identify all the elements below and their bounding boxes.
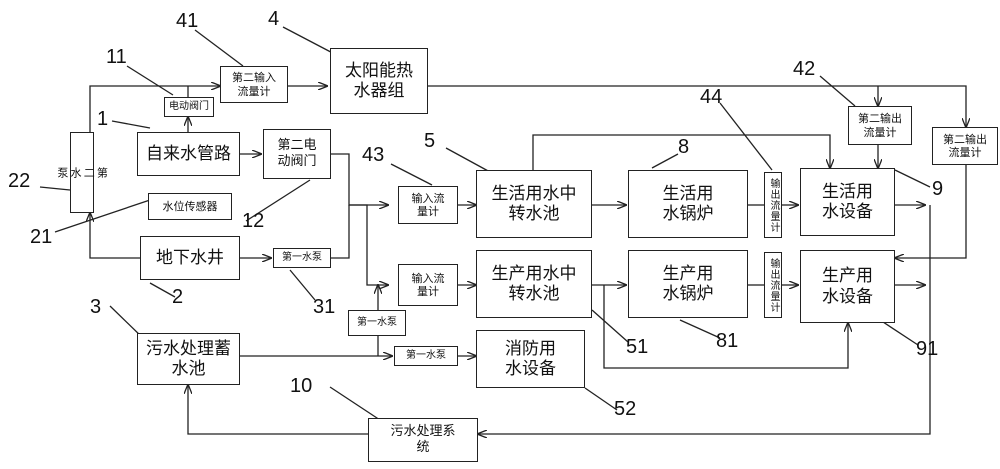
life-water-boiler: 生活用 水锅炉 (628, 170, 748, 238)
input-flowmeter-life: 输入流 量计 (398, 186, 458, 224)
leader-5 (445, 147, 491, 173)
leader-9 (894, 169, 931, 188)
ref-5: 5 (424, 130, 436, 152)
leader-8 (651, 153, 679, 169)
output-flowmeter-prod: 输出流量计 (764, 252, 782, 318)
sewage-treatment-system: 污水处理系 统 (368, 418, 478, 462)
leader-22 (39, 186, 71, 191)
sewage-storage-pool: 污水处理蓄 水池 (137, 333, 240, 385)
ref-91: 91 (916, 338, 939, 360)
ref-4: 4 (268, 8, 280, 30)
leader-42 (819, 75, 856, 107)
line-poolprod-bypass (603, 285, 848, 369)
line-valve2-to-inlife (331, 153, 388, 205)
ref-42: 42 (793, 58, 816, 80)
ref-10: 10 (290, 375, 313, 397)
leader-21 (54, 199, 151, 233)
ref-3: 3 (90, 296, 102, 318)
solar-heater-group: 太阳能热 水器组 (330, 48, 428, 114)
life-water-equipment: 生活用 水设备 (800, 168, 895, 236)
ref-22: 22 (8, 170, 31, 192)
ref-8: 8 (678, 136, 690, 158)
leader-1 (111, 120, 151, 129)
leader-11 (126, 65, 174, 96)
first-water-pump-c: 第一水泵 (394, 346, 458, 366)
leader-10 (329, 386, 381, 421)
life-water-transfer-pool: 生活用水中 转水池 (476, 170, 592, 238)
ref-81: 81 (716, 330, 739, 352)
input-flowmeter-prod: 输入流 量计 (398, 264, 458, 306)
second-electric-valve: 第二电 动阀门 (263, 129, 331, 179)
ref-52: 52 (614, 398, 637, 420)
water-level-sensor: 水位传感器 (148, 193, 232, 220)
line-poollife-bypass (532, 134, 830, 170)
leader-51 (591, 309, 629, 343)
first-water-pump-a: 第一水泵 (273, 248, 331, 268)
ref-12: 12 (242, 210, 265, 232)
prod-water-boiler: 生产用 水锅炉 (628, 250, 748, 318)
ref-9: 9 (932, 178, 944, 200)
ref-21: 21 (30, 226, 53, 248)
leader-31 (289, 269, 316, 301)
ref-44: 44 (700, 86, 723, 108)
line-return-loop (478, 205, 931, 434)
line-well-to-pump2 (90, 213, 140, 259)
second-output-flowmeter-b: 第二输出 流量计 (932, 127, 998, 165)
line-out2b-to-equipprod (895, 165, 967, 258)
ref-1: 1 (97, 108, 109, 130)
second-output-flowmeter-a: 第二输出 流量计 (848, 106, 912, 145)
line-to-inprod (349, 204, 388, 285)
line-sewagesys-to-pool (188, 385, 368, 435)
first-water-pump-b: 第一水泵 (348, 310, 406, 336)
underground-well: 地下水井 (140, 236, 240, 280)
prod-water-equipment: 生产用 水设备 (800, 250, 895, 323)
leader-44 (719, 102, 773, 171)
ref-41: 41 (176, 10, 199, 32)
leader-43 (390, 163, 433, 186)
ref-31: 31 (313, 296, 336, 318)
leader-41 (194, 29, 244, 67)
leader-52 (584, 387, 618, 411)
leader-2 (149, 282, 176, 298)
output-flowmeter-life: 输出流量计 (764, 172, 782, 238)
leader-91 (879, 319, 919, 346)
ref-2: 2 (172, 286, 184, 308)
line-pump2-to-in2 (89, 86, 220, 132)
ref-43: 43 (362, 144, 385, 166)
second-input-flowmeter: 第二输入 流量计 (220, 66, 288, 103)
leader-81 (679, 319, 721, 339)
ref-11: 11 (106, 46, 127, 68)
line-solar-out (428, 85, 966, 127)
second-water-pump: 第 二 水 泵 (56, 132, 108, 213)
ref-51: 51 (626, 336, 649, 358)
prod-water-transfer-pool: 生产用水中 转水池 (476, 250, 592, 318)
line-pump1a-up (331, 205, 350, 259)
electric-valve: 电动阀门 (164, 97, 214, 117)
fire-water-equipment: 消防用 水设备 (476, 330, 585, 388)
tap-water-pipe: 自来水管路 (137, 132, 240, 176)
leader-12 (245, 179, 311, 222)
